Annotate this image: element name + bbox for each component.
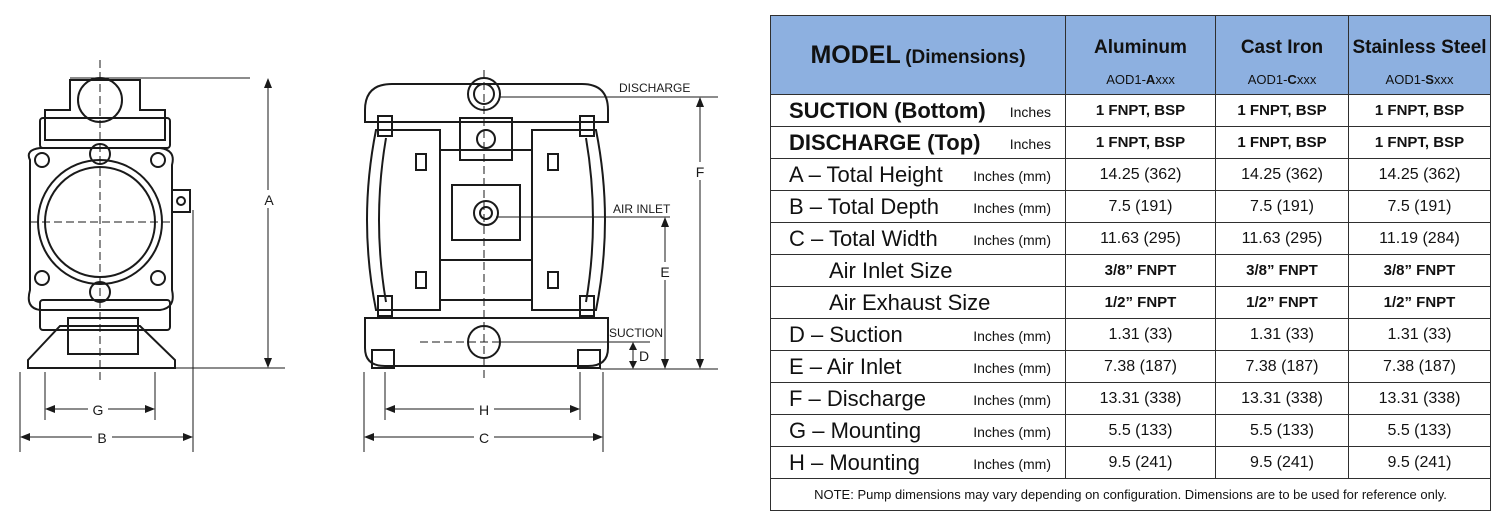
cell-value: 1.31 (33) [1215,318,1349,351]
cell-value: 9.5 (241) [1215,446,1349,479]
model-code: AOD1-Cxxx [1247,72,1317,87]
cell-value: 7.38 (187) [1348,350,1491,383]
cell-value: 1 FNPT, BSP [1215,94,1349,127]
row-label: Air Inlet Size [770,254,1066,287]
dim-label-g: G [93,402,104,418]
row-label: SUCTION (Bottom)Inches [770,94,1066,127]
note-row: NOTE: Pump dimensions may vary depending… [770,478,1491,511]
cell-value: 14.25 (362) [1215,158,1349,191]
cell-value: 5.5 (133) [1348,414,1491,447]
cell-value: 11.63 (295) [1215,222,1349,255]
cell-value: 3/8” FNPT [1215,254,1349,287]
cell-value: 1 FNPT, BSP [1065,94,1216,127]
cell-value: 7.5 (191) [1215,190,1349,223]
cell-value: 1 FNPT, BSP [1215,126,1349,159]
row-label: Air Exhaust Size [770,286,1066,319]
label-air-inlet: AIR INLET [613,202,671,216]
cell-value: 11.63 (295) [1065,222,1216,255]
dim-label-h: H [479,402,489,418]
dim-label-b: B [97,430,106,446]
dim-label-c: C [479,430,489,446]
cell-value: 1.31 (33) [1065,318,1216,351]
cell-value: 1 FNPT, BSP [1348,94,1491,127]
material-header-stainless-steel: Stainless Steel AOD1-Sxxx [1348,15,1491,95]
material-name: Stainless Steel [1352,37,1487,58]
cell-value: 5.5 (133) [1215,414,1349,447]
table-row: Air Exhaust Size 1/2” FNPT 1/2” FNPT 1/2… [770,286,1491,319]
cell-value: 9.5 (241) [1065,446,1216,479]
cell-value: 5.5 (133) [1065,414,1216,447]
cell-value: 3/8” FNPT [1348,254,1491,287]
dim-label-d: D [639,348,649,364]
cell-value: 7.5 (191) [1348,190,1491,223]
row-label: DISCHARGE (Top)Inches [770,126,1066,159]
cell-value: 13.31 (338) [1348,382,1491,415]
model-header: MODEL (Dimensions) [770,15,1066,95]
cell-value: 7.38 (187) [1215,350,1349,383]
dim-label-a: A [264,192,274,208]
label-suction: SUCTION [609,326,663,340]
cell-value: 1 FNPT, BSP [1065,126,1216,159]
cell-value: 7.5 (191) [1065,190,1216,223]
label-discharge: DISCHARGE [619,81,690,95]
model-code: AOD1-Sxxx [1385,72,1454,87]
cell-value: 9.5 (241) [1348,446,1491,479]
front-view [364,70,609,380]
cell-value: 1/2” FNPT [1348,286,1491,319]
dimension-table: MODEL (Dimensions) Aluminum AOD1-Axxx Ca… [770,15,1491,511]
cell-value: 1/2” FNPT [1065,286,1216,319]
table-header-row: MODEL (Dimensions) Aluminum AOD1-Axxx Ca… [770,15,1491,95]
material-header-cast-iron: Cast Iron AOD1-Cxxx [1215,15,1349,95]
cell-value: 3/8” FNPT [1065,254,1216,287]
side-view [27,60,250,380]
cell-value: 13.31 (338) [1215,382,1349,415]
table-row: DISCHARGE (Top)Inches 1 FNPT, BSP 1 FNPT… [770,126,1491,159]
dim-label-f: F [696,164,705,180]
material-name: Cast Iron [1240,37,1324,58]
material-header-aluminum: Aluminum AOD1-Axxx [1065,15,1216,95]
pump-dimension-drawing: G B A H C F E D DISCHARGE AIR INLET SUCT… [0,0,745,519]
table-row: Air Inlet Size 3/8” FNPT 3/8” FNPT 3/8” … [770,254,1491,287]
material-name: Aluminum [1094,37,1187,58]
cell-value: 11.19 (284) [1348,222,1491,255]
cell-value: 1/2” FNPT [1215,286,1349,319]
cell-value: 13.31 (338) [1065,382,1216,415]
cell-value: 14.25 (362) [1348,158,1491,191]
model-header-title: MODEL [810,40,901,69]
cell-value: 7.38 (187) [1065,350,1216,383]
dim-label-e: E [660,264,669,280]
model-code: AOD1-Axxx [1106,72,1175,87]
cell-value: 1 FNPT, BSP [1348,126,1491,159]
table-row: SUCTION (Bottom)Inches 1 FNPT, BSP 1 FNP… [770,94,1491,127]
cell-value: 14.25 (362) [1065,158,1216,191]
table-note: NOTE: Pump dimensions may vary depending… [770,478,1491,511]
model-header-subtitle: (Dimensions) [905,46,1026,68]
cell-value: 1.31 (33) [1348,318,1491,351]
